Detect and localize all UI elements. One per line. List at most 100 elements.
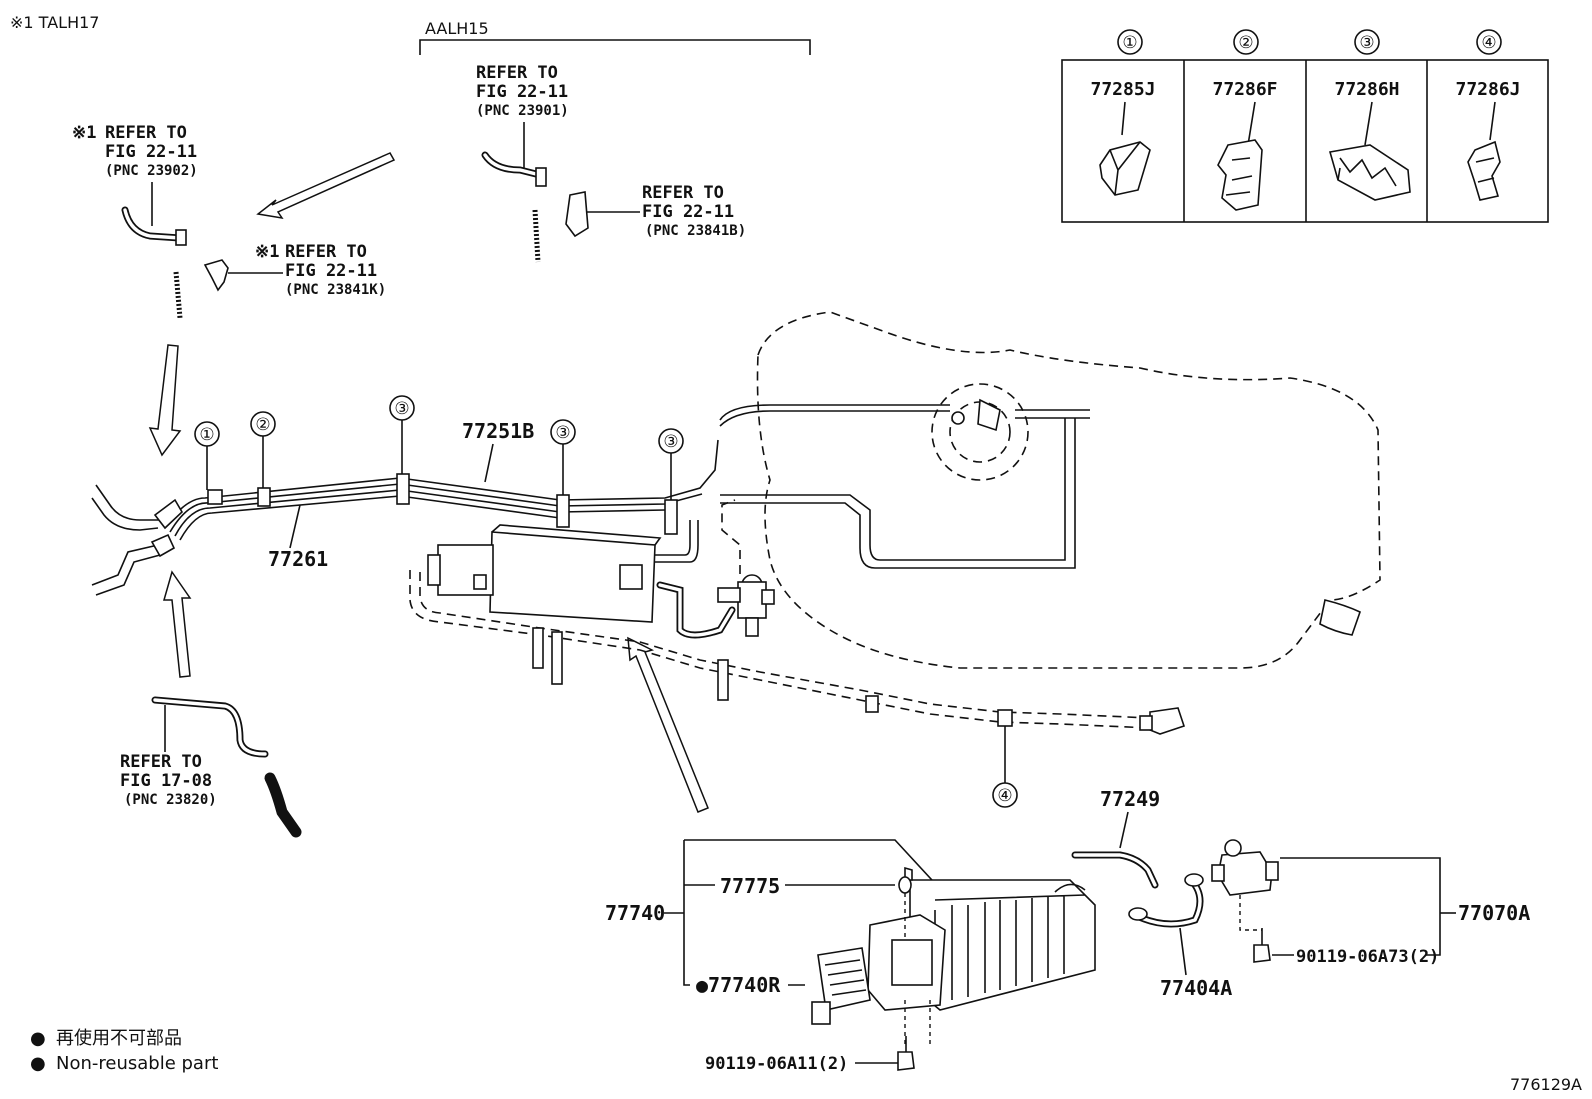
clip-3 [664, 499, 678, 535]
hose-77249 [1071, 851, 1159, 889]
clip-23841b [565, 191, 589, 238]
ref-23901-line3: (PNC 23901) [476, 103, 569, 119]
fuel-pump-opening [931, 383, 1029, 481]
clip-table-index-circle [1233, 29, 1259, 55]
part-77775: 77775 [720, 874, 780, 898]
clip-table-index-circle [1117, 29, 1143, 55]
canister-assembly-upper [427, 499, 775, 639]
talh17-note: ※1 TALH17 [10, 13, 99, 32]
clip-table-index: ② [1238, 33, 1253, 53]
leader-77251b [484, 443, 494, 483]
tank-pipe [1015, 409, 1090, 419]
ref-23841b-line1: REFER TO [642, 183, 724, 203]
ref-23841k-line3: (PNC 23841K) [285, 282, 386, 298]
direction-arrow [627, 636, 709, 813]
fuel-line-end [91, 544, 161, 596]
callout-3: ③ [663, 432, 678, 452]
fuel-line-end [91, 484, 160, 531]
part-90119-06a11: 90119-06A11(2) [705, 1054, 848, 1074]
line-connector [1149, 707, 1186, 735]
legend-bullet: ● [30, 1028, 46, 1049]
tank-fitting [1319, 599, 1361, 636]
ref-23902-line1: REFER TO [105, 123, 187, 143]
leader-77740-bracket [683, 840, 690, 986]
clip-part-number: 77286F [1212, 79, 1277, 100]
direction-arrow [256, 152, 396, 220]
clip-4 [1139, 715, 1153, 731]
hose-23820 [151, 696, 269, 758]
ref-23901-line1: REFER TO [476, 63, 558, 83]
fuel-tank-outline [756, 311, 1381, 669]
ref-23841b-line3: (PNC 23841B) [645, 223, 746, 239]
return-line [409, 570, 1151, 729]
clip-23841k [203, 259, 229, 292]
legend-en-text: Non-reusable part [56, 1053, 218, 1074]
clip-table-frame [1061, 59, 1549, 223]
callout-4: ④ [997, 786, 1012, 806]
callout-1: ① [199, 425, 214, 445]
ref-23902-line2: FIG 22-11 [105, 142, 197, 162]
part-77070a: 77070A [1458, 901, 1530, 925]
clip-77286j-drawing [1467, 101, 1501, 201]
vent-line [719, 404, 950, 421]
clip-table-index-circle [1476, 29, 1502, 55]
hose-clamp [1184, 873, 1204, 887]
ref-23841k-prefix: ※1 [255, 242, 279, 262]
clip-77286h-drawing [1328, 101, 1411, 201]
part-77261: 77261 [268, 547, 328, 571]
callout-2: ② [255, 415, 270, 435]
callout-3: ③ [555, 423, 570, 443]
leader-77404a [1179, 927, 1187, 976]
clip-4 [865, 695, 879, 713]
stud-bolt [532, 209, 541, 263]
clip-table: ① ② ③ ④ 77285J 77286F 77286H 77286J [1061, 29, 1549, 223]
ref-23820-line1: REFER TO [120, 752, 202, 772]
clip [532, 627, 544, 669]
bolt-90119-06a11 [897, 1051, 915, 1071]
callout-3: ③ [394, 399, 409, 419]
ref-23841k-line1: REFER TO [285, 242, 367, 262]
gasket-77775 [898, 876, 912, 894]
vsv-valve-77070a [1211, 839, 1279, 963]
ref-23901-line2: FIG 22-11 [476, 82, 568, 102]
clip-4 [997, 709, 1013, 727]
line-connector [153, 498, 184, 530]
part-77251b: 77251B [462, 419, 534, 443]
clip-part-number: 77286H [1334, 79, 1399, 100]
figure-id: 776129A [1510, 1075, 1582, 1094]
charcoal-canister [811, 866, 1096, 1071]
part-77404a: 77404A [1160, 976, 1232, 1000]
part-90119-06a73: 90119-06A73(2) [1296, 947, 1439, 967]
clip-77286f-drawing [1217, 101, 1263, 211]
clip [717, 659, 729, 701]
legend-jp-text: 再使用不可部品 [56, 1028, 182, 1049]
hose-clamp [1128, 907, 1148, 921]
legend-bullet: ● [30, 1053, 46, 1074]
ref-23902-line3: (PNC 23902) [105, 163, 198, 179]
ref-23820-line3: (PNC 23820) [124, 792, 217, 808]
ref-23841b-line2: FIG 22-11 [642, 202, 734, 222]
ref-23902-prefix: ※1 [72, 123, 96, 143]
pipe-end [535, 167, 547, 187]
clip-part-number: 77285J [1090, 79, 1155, 100]
pipe-end [175, 229, 187, 246]
part-77740: 77740 [605, 901, 665, 925]
direction-arrow [163, 570, 192, 678]
callout-circle [992, 782, 1018, 808]
clip-77285j-drawing [1099, 101, 1151, 196]
part-77249: 77249 [1100, 787, 1160, 811]
clip-3 [396, 473, 410, 505]
hose-23820-end [264, 772, 302, 838]
bolt-90119-06a73 [1253, 944, 1271, 963]
clip-table-index-circle [1354, 29, 1380, 55]
leader-77261 [289, 504, 301, 549]
clip-table-index: ③ [1359, 33, 1374, 53]
ref-23841k-line2: FIG 22-11 [285, 261, 377, 281]
stud-bolt [173, 271, 183, 319]
pump-fitting [977, 398, 1001, 432]
part-77740r: ●77740R [696, 973, 781, 997]
leader-77070a-bracket [1280, 857, 1441, 956]
pump-port [951, 411, 965, 425]
clip-table-index: ④ [1481, 33, 1496, 53]
